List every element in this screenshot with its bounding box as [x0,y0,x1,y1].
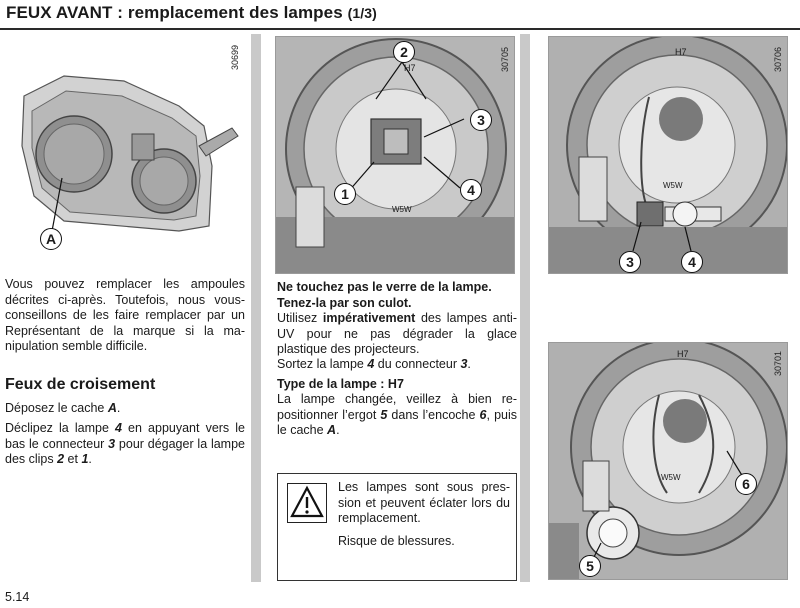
remove-lamp-paragraph: Sortez la lampe 4 du connecteur 3. [277,357,471,371]
warning-box: Les lampes sont sous pres-sion et peuven… [277,473,517,581]
step-unclip-lamp: Déclipez la lampe 4 en appuyant vers le … [5,421,245,466]
figure-callout-4: 4 [460,179,482,201]
figure-ref-30705: 30705 [500,46,510,72]
figure-headlight-unit: A 30699 [4,36,244,256]
step-remove-cover: Déposez le cache A. [5,401,121,415]
figure-ref-30706: 30706 [773,46,783,72]
bold-warning-glass: Ne touchez pas le verre de la lampe. Ten… [277,280,492,310]
figure-lamp-reinsert-photo: H7 W5W 6 5 [548,342,788,580]
figure-callout-a: A [40,228,62,250]
figure-ref-30699: 30699 [230,44,240,70]
warning-risk: Risque de blessures. [338,534,455,548]
column-separator-1 [251,34,261,582]
figure-callout-5: 5 [579,555,601,577]
figure-text-h7: H7 [404,63,416,73]
reinstall-paragraph: La lampe changée, veillez à bien re-posi… [277,392,517,437]
figure-text-w5w: W5W [661,473,681,482]
warning-triangle-icon [287,483,327,523]
figure-text-h7: H7 [675,47,687,57]
figure-lamp-removed-photo: H7 W5W 3 4 [548,36,788,274]
lamp-type-heading: Type de la lampe : H7 [277,377,404,391]
use-anti-uv-paragraph: Utilisez impérativement des lampes anti-… [277,311,517,356]
intro-paragraph: Vous pouvez remplacer les ampoules décri… [5,277,245,353]
title-rule [0,28,800,30]
figure-callout-2: 2 [393,41,415,63]
column-separator-2 [520,34,530,582]
figure-callout-3: 3 [470,109,492,131]
figure-lamp-connector-photo: H7 W5W 2 3 1 4 [275,36,515,274]
warning-text: Les lampes sont sous pres-sion et peuven… [338,480,510,525]
figure-text-h7: H7 [677,349,689,359]
figure-callout-1: 1 [334,183,356,205]
figure-callout-6: 6 [735,473,757,495]
figure-callout-4: 4 [681,251,703,273]
figure-text-w5w: W5W [392,205,412,214]
page-number: 5.14 [5,590,30,604]
page-title-part: (1/3) [347,5,377,21]
page-title: FEUX AVANT : remplacement des lampes (1/… [6,3,377,23]
section-heading-feux-croisement: Feux de croisement [5,376,156,393]
figure-callout-3: 3 [619,251,641,273]
figure-ref-30701: 30701 [773,350,783,376]
page-title-main: FEUX AVANT : remplacement des lampes [6,3,343,22]
figure-text-w5w: W5W [663,181,683,190]
